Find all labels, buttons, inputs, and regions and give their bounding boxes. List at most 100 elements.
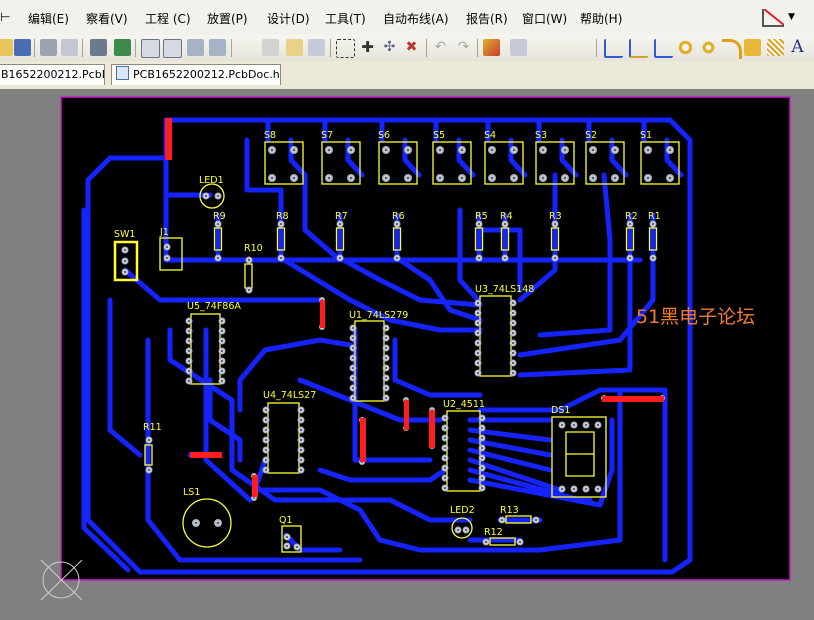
- zoom-fit-icon[interactable]: [141, 39, 160, 58]
- component-pad: [474, 299, 482, 307]
- component-pad: [185, 367, 193, 375]
- component-pad: [347, 174, 355, 182]
- label-r7: R7: [335, 211, 348, 222]
- dropdown-arrow-icon[interactable]: ▼: [788, 12, 795, 22]
- cut-icon[interactable]: [262, 39, 279, 56]
- menu-edit[interactable]: 编辑(E): [28, 12, 69, 26]
- label-r3: R3: [549, 211, 562, 222]
- tab-pcbdoc[interactable]: B1652200212.PcbDoc: [0, 64, 105, 85]
- silk-outline: [335, 227, 345, 251]
- route-multiple-icon[interactable]: [654, 39, 673, 58]
- pad-icon[interactable]: [677, 39, 694, 56]
- red-layer: [165, 118, 664, 497]
- component-pad: [478, 484, 486, 492]
- silk-outline: [535, 141, 575, 185]
- zoom-area-icon[interactable]: [163, 39, 182, 58]
- component-pad: [644, 146, 652, 154]
- component-pad: [558, 421, 566, 429]
- print-icon[interactable]: [40, 39, 57, 56]
- component-pad: [283, 542, 291, 550]
- select-rect-icon[interactable]: [336, 39, 355, 58]
- menu-design[interactable]: 设计(D): [267, 12, 310, 26]
- document-icon: [116, 66, 129, 80]
- component-pad: [297, 416, 305, 424]
- deselect-icon[interactable]: ✖: [405, 39, 418, 55]
- component-pad: [458, 146, 466, 154]
- tab-pcbdoc-htm[interactable]: PCB1652200212.PcbDoc.htm: [111, 64, 281, 85]
- fill-icon[interactable]: [744, 39, 761, 56]
- label-s8: S8: [264, 130, 276, 141]
- pcb-workspace[interactable]: S8 S7 S6 S5 S4 S3 S2 S1 LED1 R9 R8 R7 R6…: [0, 89, 814, 620]
- layers-icon[interactable]: [90, 39, 107, 56]
- component-pad: [551, 254, 559, 262]
- chart-dropdown-icon[interactable]: [762, 9, 784, 27]
- component-pad: [262, 426, 270, 434]
- component-pad: [163, 254, 171, 262]
- menu-bar: ⊢ 编辑(E) 察看(V) 工程 (C) 放置(P) 设计(D) 工具(T) 自…: [0, 0, 814, 36]
- component-pad: [297, 456, 305, 464]
- copper-trace: [145, 337, 363, 563]
- menu-file[interactable]: ⊢: [0, 10, 11, 24]
- component-pad: [475, 254, 483, 262]
- board-icon[interactable]: [114, 39, 131, 56]
- label-led1: LED1: [199, 175, 224, 186]
- copper-trace: [302, 172, 343, 263]
- component-pad: [349, 354, 357, 362]
- component-pad: [509, 309, 517, 317]
- copper-trace: [203, 327, 253, 503]
- menu-window[interactable]: 窗口(W): [522, 12, 568, 26]
- component-pad: [185, 327, 193, 335]
- paste-icon[interactable]: [308, 39, 325, 56]
- menu-reports[interactable]: 报告(R): [466, 12, 508, 26]
- component-pad: [325, 174, 333, 182]
- move-icon[interactable]: ✚: [361, 38, 374, 56]
- browse-icon[interactable]: [510, 39, 527, 56]
- component-pad: [349, 394, 357, 402]
- copper-trace: [477, 387, 668, 563]
- silk-outline: [144, 444, 153, 466]
- tab-pcbdoc-htm-label: PCB1652200212.PcbDoc.htm: [133, 68, 281, 81]
- route-diff-pair-icon[interactable]: [629, 39, 648, 58]
- menu-tools[interactable]: 工具(T): [325, 12, 366, 26]
- polygon-icon[interactable]: [767, 39, 784, 56]
- zoom-filter-icon[interactable]: [209, 39, 226, 56]
- redo-icon[interactable]: ↷: [457, 39, 470, 55]
- silk-outline: [550, 227, 560, 251]
- red-bar: [360, 418, 366, 462]
- copper-trace: [559, 137, 579, 178]
- label-u1: U1_74LS279: [349, 310, 408, 321]
- silk-led2: [451, 517, 473, 539]
- highlight-icon[interactable]: [483, 39, 500, 56]
- menu-help[interactable]: 帮助(H): [580, 12, 623, 26]
- arc-icon[interactable]: [722, 39, 742, 59]
- component-pad: [382, 146, 390, 154]
- save-icon[interactable]: [14, 39, 31, 56]
- print-preview-icon[interactable]: [61, 39, 78, 56]
- silk-outline: [479, 295, 512, 377]
- via-icon[interactable]: [700, 39, 717, 56]
- undo-icon[interactable]: ↶: [434, 39, 447, 55]
- component-pad: [262, 466, 270, 474]
- component-pad: [145, 466, 153, 474]
- component-pad: [441, 464, 449, 472]
- component-pad: [478, 414, 486, 422]
- component-pad: [382, 334, 390, 342]
- component-pad: [649, 254, 657, 262]
- component-pad: [532, 516, 540, 524]
- menu-place[interactable]: 放置(P): [207, 12, 248, 26]
- component-pad: [474, 309, 482, 317]
- label-u3: U3_74LS148: [475, 284, 534, 295]
- zoom-selected-icon[interactable]: [187, 39, 204, 56]
- open-folder-icon[interactable]: [0, 39, 13, 56]
- route-track-icon[interactable]: [604, 39, 623, 58]
- menu-view[interactable]: 察看(V): [86, 12, 128, 26]
- move-selection-icon[interactable]: ✣: [383, 39, 396, 55]
- component-pad: [474, 329, 482, 337]
- pcb-layout[interactable]: S8 S7 S6 S5 S4 S3 S2 S1 LED1 R9 R8 R7 R6…: [0, 89, 814, 620]
- text-icon[interactable]: A: [791, 37, 804, 57]
- component-pad: [268, 146, 276, 154]
- component-pad: [349, 374, 357, 382]
- menu-autoroute[interactable]: 自动布线(A): [383, 12, 449, 26]
- menu-project[interactable]: 工程 (C): [145, 12, 191, 26]
- copy-icon[interactable]: [286, 39, 303, 56]
